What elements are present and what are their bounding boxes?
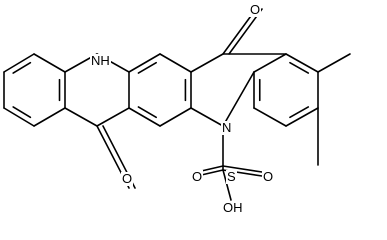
double-bond-inner <box>12 106 32 119</box>
ring-c-bond <box>128 53 161 73</box>
atom-label-o-sulfonyl-right: O <box>262 169 275 184</box>
double-bond-inner <box>137 61 157 74</box>
ring-a-bond <box>33 53 66 73</box>
bond-ring-b <box>96 107 130 127</box>
atom-label-o-top: O <box>249 2 262 17</box>
ring-e-bond <box>285 53 319 73</box>
double-bond-inner <box>289 106 310 119</box>
double-bond-inner <box>289 61 310 74</box>
atom-label-s: S <box>226 169 237 184</box>
ring-a-bond <box>3 53 35 73</box>
atom-label-o-sulfonyl-left: O <box>191 169 204 184</box>
ring-c-bond <box>159 53 192 73</box>
bond-lines <box>3 8 351 201</box>
ring-a-bond <box>33 107 66 127</box>
bond-ring-b <box>64 107 98 127</box>
s-oh-bond <box>222 169 232 201</box>
double-bond-inner <box>12 61 32 74</box>
atom-label-n: N <box>221 120 233 135</box>
methyl-bond-upper <box>317 53 351 73</box>
ring-e-bond <box>285 107 319 127</box>
atom-label-o-bottom: O <box>121 171 134 186</box>
ring-c-bond <box>159 107 192 127</box>
atom-label-oh: OH <box>222 200 244 215</box>
ring-a-bond <box>3 107 35 127</box>
molecule-bonds <box>3 8 351 201</box>
atom-label-nh: NH <box>90 53 111 68</box>
ring-e-bond <box>253 53 287 73</box>
ring-c-bond <box>128 107 161 127</box>
bond-ring-d <box>222 71 255 127</box>
bond-ring-d <box>190 53 224 73</box>
s-o-bond-second <box>222 165 263 173</box>
structure-diagram: NH N O O S O O OH <box>3 2 351 215</box>
ring-e-bond <box>253 107 287 127</box>
double-bond-inner <box>137 106 157 119</box>
bond-ring-d <box>190 107 224 127</box>
